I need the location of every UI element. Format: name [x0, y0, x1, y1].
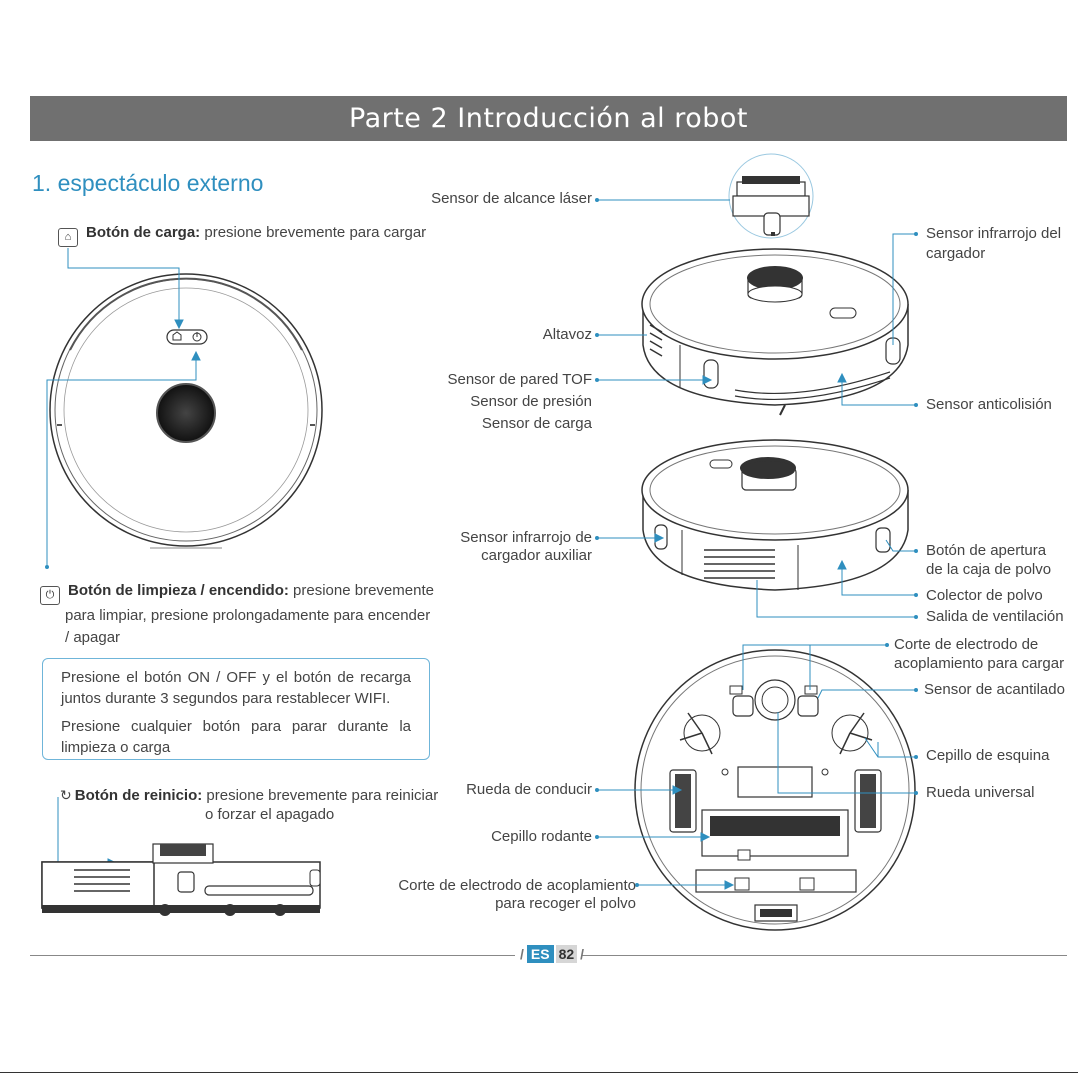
footer-line-right: [582, 955, 1067, 956]
page-banner: Parte 2 Introducción al robot: [30, 96, 1067, 141]
section-title: 1. espectáculo externo: [32, 170, 264, 196]
footer-line-left: [30, 955, 515, 956]
page-bottom-line: [0, 1072, 1078, 1073]
power-button-text-1: presione brevemente: [293, 582, 434, 599]
robot-back-view: [641, 439, 909, 591]
language-badge: ES: [526, 945, 554, 963]
label-universal-wheel: Rueda universal: [926, 784, 1035, 801]
label-electrode-charge-2: acoplamiento para cargar: [894, 655, 1065, 672]
label-pressure-sensor: Sensor de presión: [470, 393, 592, 410]
reset-button-text-2: o forzar el apagado: [205, 806, 335, 823]
charge-button-name: Botón de carga:: [86, 224, 201, 241]
reset-button-text-1: presione brevemente para reiniciar: [206, 787, 439, 804]
charge-button-desc: ⌂ Botón de carga: presione brevemente par…: [58, 222, 426, 247]
home-icon: ⌂: [58, 227, 78, 247]
page-number-tag: / ES 82 /: [520, 945, 585, 963]
note-wifi-reset: Presione el botón ON / OFF y el botón de…: [61, 669, 411, 707]
robot-front-view: [641, 248, 909, 416]
label-ir-charger-1: Sensor infrarrojo del: [926, 225, 1062, 242]
reset-button-name: Botón de reinicio:: [74, 787, 203, 804]
robot-side-view: [41, 843, 321, 916]
label-side-brush: Cepillo de esquina: [926, 747, 1050, 764]
power-icon: ⏻: [40, 585, 60, 605]
note-stop: Presione cualquier botón para parar dura…: [61, 718, 411, 756]
label-roller-brush: Cepillo rodante: [491, 828, 592, 845]
power-button-text-2: para limpiar, presione prolongadamente p…: [65, 606, 431, 624]
label-dustbox-btn-1: Botón de apertura: [926, 542, 1047, 559]
note-box: Presione el botón ON / OFF y el botón de…: [42, 658, 430, 760]
reset-icon: ↻: [60, 787, 72, 803]
label-dustbox-btn-2: de la caja de polvo: [926, 561, 1052, 578]
label-speaker: Altavoz: [542, 326, 592, 343]
right-leader-lines: [595, 198, 918, 890]
charge-button-text: presione brevemente para cargar: [204, 224, 427, 241]
power-button-name: Botón de limpieza / encendido:: [68, 582, 289, 599]
label-ir-charger-2: cargador: [926, 245, 986, 262]
power-button-desc: ⏻ Botón de limpieza / encendido: presione…: [40, 580, 450, 649]
label-drive-wheel: Rueda de conducir: [466, 781, 592, 798]
page-title: Parte 2 Introducción al robot: [349, 103, 748, 134]
reset-button-desc: ↻Botón de reinicio: presione brevemente …: [60, 784, 438, 807]
label-laser-sensor: Sensor de alcance láser: [431, 190, 592, 207]
label-anticollision: Sensor anticolisión: [926, 396, 1052, 413]
power-button-text-3: / apagar: [65, 628, 121, 646]
label-cliff-sensor: Sensor de acantilado: [924, 681, 1065, 698]
laser-closeup: [728, 153, 814, 239]
label-electrode-dust-1: Corte de electrodo de acoplamiento: [398, 877, 636, 894]
label-tof-sensor: Sensor de pared TOF: [447, 371, 592, 388]
label-ir-aux-2: cargador auxiliar: [481, 547, 592, 564]
label-ir-aux-1: Sensor infrarrojo de: [460, 529, 592, 546]
label-electrode-dust-2: para recoger el polvo: [495, 895, 636, 912]
page-number: 82: [555, 945, 578, 963]
label-dust-collector: Colector de polvo: [926, 587, 1043, 604]
label-vent: Salida de ventilación: [926, 608, 1064, 625]
label-electrode-charge-1: Corte de electrodo de: [894, 636, 1039, 653]
robot-top-view: [49, 273, 323, 549]
label-charge-sensor: Sensor de carga: [481, 415, 592, 432]
